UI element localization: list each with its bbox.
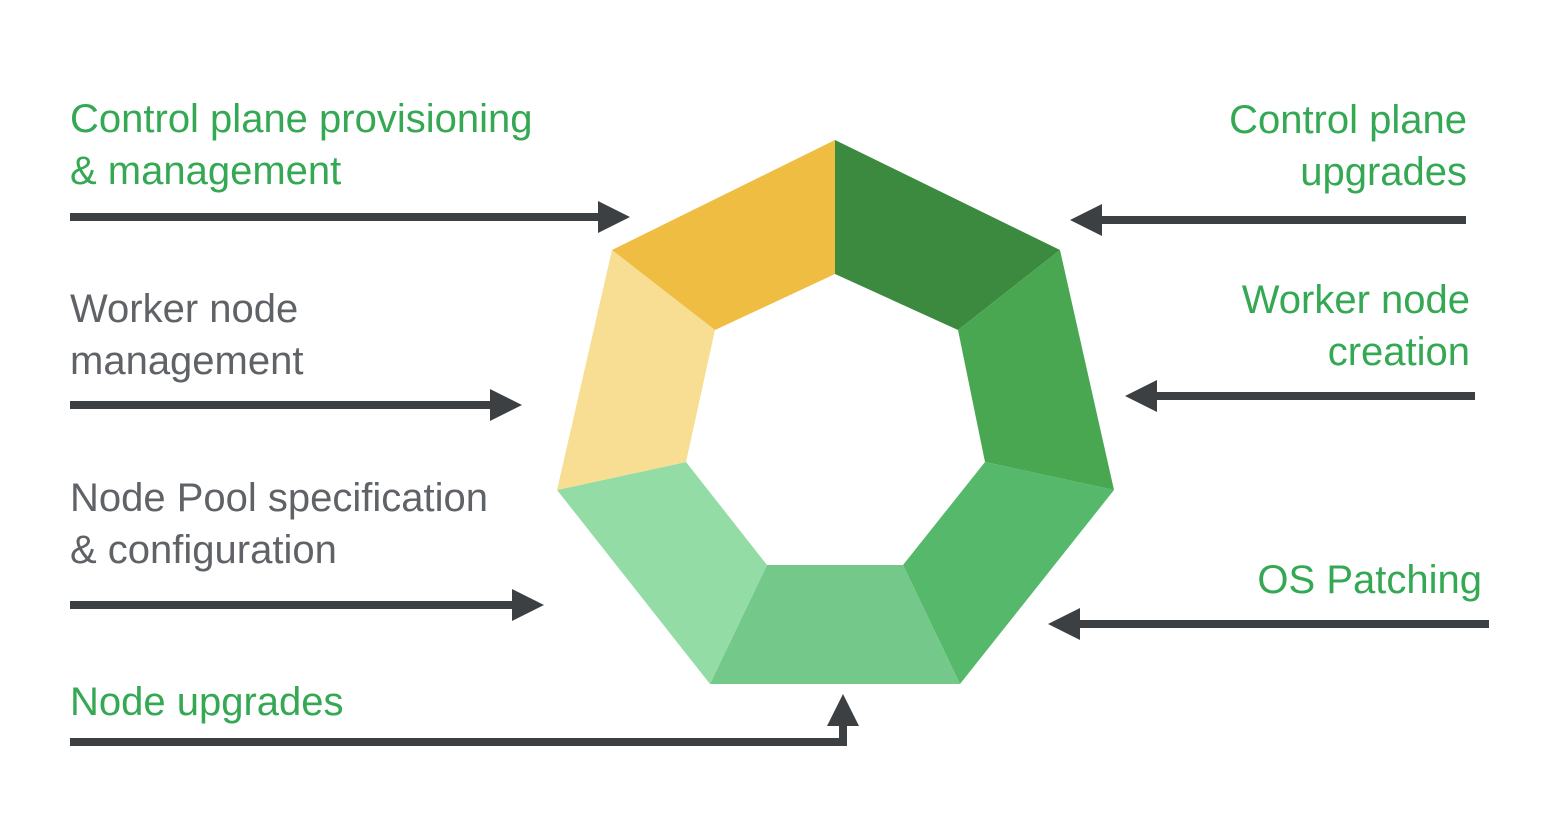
top-left-segment bbox=[835, 140, 1060, 330]
label-line: creation bbox=[1327, 330, 1470, 374]
arrow-control-plane-provisioning bbox=[70, 201, 630, 233]
arrow-node-upgrades bbox=[70, 694, 859, 746]
label-control-plane-upgrades: Control plane upgrades bbox=[1229, 94, 1467, 198]
label-line: upgrades bbox=[1300, 150, 1467, 194]
arrowhead bbox=[1125, 380, 1157, 412]
arrowhead bbox=[1070, 204, 1102, 236]
label-worker-node-creation: Worker node creation bbox=[1242, 274, 1470, 378]
label-line: Control plane provisioning bbox=[70, 97, 533, 141]
label-control-plane-provisioning: Control plane provisioning & management bbox=[70, 93, 533, 197]
arrow-shaft bbox=[70, 722, 847, 746]
label-line: management bbox=[70, 339, 304, 383]
label-line: Node Pool specification bbox=[70, 476, 489, 520]
label-os-patching: OS Patching bbox=[1257, 554, 1482, 606]
arrowhead bbox=[827, 694, 859, 726]
label-node-upgrades: Node upgrades bbox=[70, 676, 344, 728]
arrow-node-pool-spec bbox=[70, 589, 544, 621]
lower-right-segment bbox=[710, 565, 960, 684]
lower-left-segment bbox=[557, 250, 715, 490]
label-line: Worker node bbox=[70, 287, 299, 331]
label-line: & configuration bbox=[70, 528, 337, 572]
right-segment bbox=[903, 462, 1114, 684]
heptagon-ring bbox=[557, 140, 1114, 684]
label-line: & management bbox=[70, 149, 342, 193]
arrowhead bbox=[598, 201, 630, 233]
label-line: OS Patching bbox=[1257, 558, 1482, 602]
arrowhead bbox=[512, 589, 544, 621]
label-line: Control plane bbox=[1229, 98, 1467, 142]
arrow-control-plane-upgrades bbox=[1070, 204, 1466, 236]
top-right-segment bbox=[958, 250, 1114, 490]
arrowhead bbox=[490, 389, 522, 421]
left-segment bbox=[612, 140, 835, 330]
arrow-worker-node-creation bbox=[1125, 380, 1475, 412]
arrowhead bbox=[1048, 608, 1080, 640]
arrow-worker-node-management bbox=[70, 389, 522, 421]
arrow-os-patching bbox=[1048, 608, 1489, 640]
arrows bbox=[70, 201, 1489, 746]
label-worker-node-management: Worker node management bbox=[70, 283, 303, 387]
label-line: Node upgrades bbox=[70, 680, 344, 724]
label-node-pool-specification: Node Pool specification & configuration bbox=[70, 472, 488, 576]
label-line: Worker node bbox=[1241, 278, 1470, 322]
bottom-segment bbox=[557, 462, 767, 684]
